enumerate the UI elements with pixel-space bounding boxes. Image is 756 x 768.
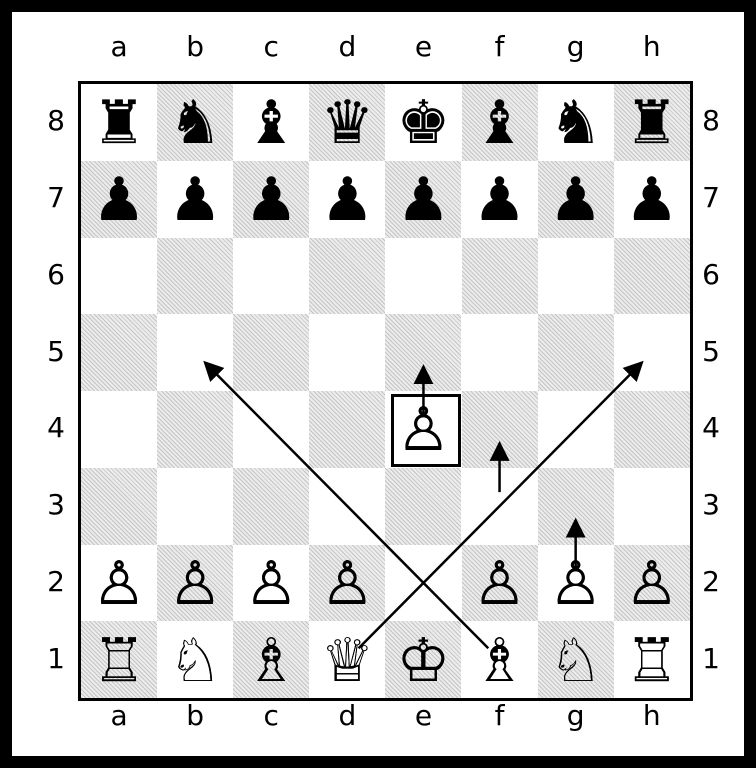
square-g6[interactable] [538,238,614,315]
square-h6[interactable] [614,238,690,315]
white-pawn-icon[interactable]: ♙ [538,545,614,622]
file-label-top-g: g [556,33,596,61]
rank-label-right-2: 2 [697,568,725,596]
black-bishop-icon[interactable]: ♝ [233,84,309,161]
file-label-top-h: h [632,33,672,61]
square-c4[interactable] [233,391,309,468]
rank-label-left-1: 1 [42,645,70,673]
white-pawn-icon[interactable]: ♙ [309,545,385,622]
white-pawn-icon[interactable]: ♙ [81,545,157,622]
square-a4[interactable] [81,391,157,468]
rank-label-left-7: 7 [42,184,70,212]
white-pawn-icon[interactable]: ♙ [157,545,233,622]
square-a3[interactable] [81,468,157,545]
rank-label-right-8: 8 [697,107,725,135]
white-knight-icon[interactable]: ♘ [157,621,233,698]
rank-label-right-3: 3 [697,491,725,519]
black-king-icon[interactable]: ♚ [385,84,461,161]
rank-label-left-4: 4 [42,414,70,442]
black-pawn-icon[interactable]: ♟ [538,161,614,238]
rank-label-right-4: 4 [697,414,725,442]
white-pawn-icon[interactable]: ♙ [462,545,538,622]
square-b5[interactable] [157,314,233,391]
square-c5[interactable] [233,314,309,391]
white-pawn-icon[interactable]: ♙ [614,545,690,622]
rank-label-right-6: 6 [697,261,725,289]
square-h5[interactable] [614,314,690,391]
square-b4[interactable] [157,391,233,468]
chessboard: ♜♞♝♛♚♝♞♜♟♟♟♟♟♟♟♟♙♙♙♙♙♙♙♙♖♘♗♕♔♗♘♖ [78,81,693,701]
file-label-top-d: d [327,33,367,61]
square-a5[interactable] [81,314,157,391]
file-label-bottom-h: h [632,702,672,730]
square-a6[interactable] [81,238,157,315]
rank-label-left-8: 8 [42,107,70,135]
file-label-top-c: c [251,33,291,61]
black-rook-icon[interactable]: ♜ [81,84,157,161]
black-knight-icon[interactable]: ♞ [538,84,614,161]
square-e5[interactable] [385,314,461,391]
black-pawn-icon[interactable]: ♟ [157,161,233,238]
square-e6[interactable] [385,238,461,315]
black-rook-icon[interactable]: ♜ [614,84,690,161]
rank-label-right-7: 7 [697,184,725,212]
square-b3[interactable] [157,468,233,545]
square-f5[interactable] [462,314,538,391]
black-pawn-icon[interactable]: ♟ [81,161,157,238]
square-g5[interactable] [538,314,614,391]
square-d3[interactable] [309,468,385,545]
white-rook-icon[interactable]: ♖ [81,621,157,698]
square-c6[interactable] [233,238,309,315]
rank-label-left-3: 3 [42,491,70,519]
white-queen-icon[interactable]: ♕ [309,621,385,698]
square-f6[interactable] [462,238,538,315]
file-label-bottom-g: g [556,702,596,730]
square-e2[interactable] [385,545,461,622]
file-label-top-b: b [175,33,215,61]
file-label-bottom-f: f [480,702,520,730]
square-f4[interactable] [462,391,538,468]
white-king-icon[interactable]: ♔ [385,621,461,698]
file-label-bottom-c: c [251,702,291,730]
square-e3[interactable] [385,468,461,545]
file-label-top-a: a [99,33,139,61]
white-rook-icon[interactable]: ♖ [614,621,690,698]
black-pawn-icon[interactable]: ♟ [462,161,538,238]
black-pawn-icon[interactable]: ♟ [309,161,385,238]
black-pawn-icon[interactable]: ♟ [233,161,309,238]
rank-label-right-5: 5 [697,338,725,366]
file-label-bottom-b: b [175,702,215,730]
black-queen-icon[interactable]: ♛ [309,84,385,161]
square-b6[interactable] [157,238,233,315]
square-d4[interactable] [309,391,385,468]
file-label-bottom-a: a [99,702,139,730]
file-label-top-f: f [480,33,520,61]
file-label-bottom-d: d [327,702,367,730]
black-pawn-icon[interactable]: ♟ [614,161,690,238]
square-h4[interactable] [614,391,690,468]
rank-label-right-1: 1 [697,645,725,673]
file-label-top-e: e [403,33,443,61]
square-g4[interactable] [538,391,614,468]
square-d5[interactable] [309,314,385,391]
white-bishop-icon[interactable]: ♗ [233,621,309,698]
file-label-bottom-e: e [403,702,443,730]
black-pawn-icon[interactable]: ♟ [385,161,461,238]
black-knight-icon[interactable]: ♞ [157,84,233,161]
square-h3[interactable] [614,468,690,545]
white-knight-icon[interactable]: ♘ [538,621,614,698]
white-bishop-icon[interactable]: ♗ [462,621,538,698]
white-pawn-icon[interactable]: ♙ [385,391,461,468]
white-pawn-icon[interactable]: ♙ [233,545,309,622]
square-d6[interactable] [309,238,385,315]
black-bishop-icon[interactable]: ♝ [462,84,538,161]
square-c3[interactable] [233,468,309,545]
rank-label-left-5: 5 [42,338,70,366]
square-g3[interactable] [538,468,614,545]
rank-label-left-6: 6 [42,261,70,289]
rank-label-left-2: 2 [42,568,70,596]
square-f3[interactable] [462,468,538,545]
